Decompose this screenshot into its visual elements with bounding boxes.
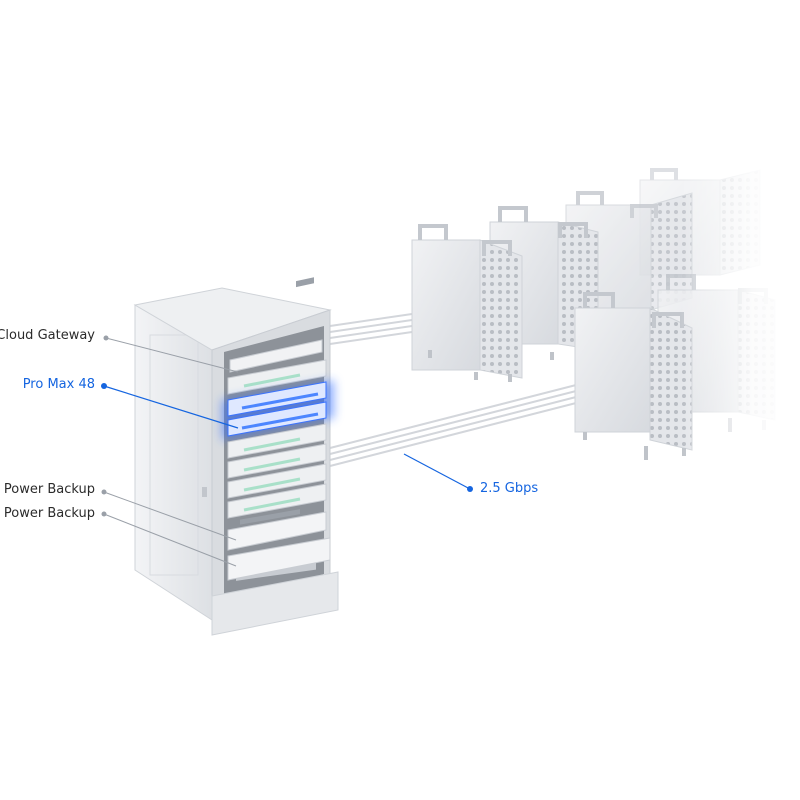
- switch-unit: [227, 463, 327, 499]
- leader-line-cloud-gateway: [103, 335, 239, 373]
- power-backup-unit: [227, 511, 327, 551]
- switch-unit: [227, 423, 327, 459]
- cable-bundle-lower: [329, 383, 581, 467]
- power-backup-label-2: Power Backup: [3, 506, 95, 521]
- leader-line-power-backup-1: [101, 489, 237, 541]
- switch-unit: [227, 443, 327, 479]
- cable-bundle-upper: [329, 313, 413, 345]
- power-backup-unit: [227, 509, 331, 581]
- leader-line-link-speed: [403, 453, 473, 492]
- tower-server: [411, 224, 523, 382]
- leader-line-pro-max: [101, 383, 239, 429]
- pro-max-48-unit: [222, 380, 334, 440]
- switch-unit: [227, 483, 327, 519]
- power-backup-label-1: Power Backup: [3, 482, 95, 497]
- switch-unit: [227, 359, 327, 395]
- right-edge-fade: [680, 140, 800, 470]
- pro-max-48-label: Pro Max 48: [22, 377, 95, 392]
- leader-line-power-backup-2: [101, 511, 237, 567]
- cloud-gateway-unit: [229, 277, 323, 373]
- cloud-gateway-label: Cloud Gateway: [0, 328, 95, 343]
- link-speed-label: 2.5 Gbps: [480, 481, 539, 496]
